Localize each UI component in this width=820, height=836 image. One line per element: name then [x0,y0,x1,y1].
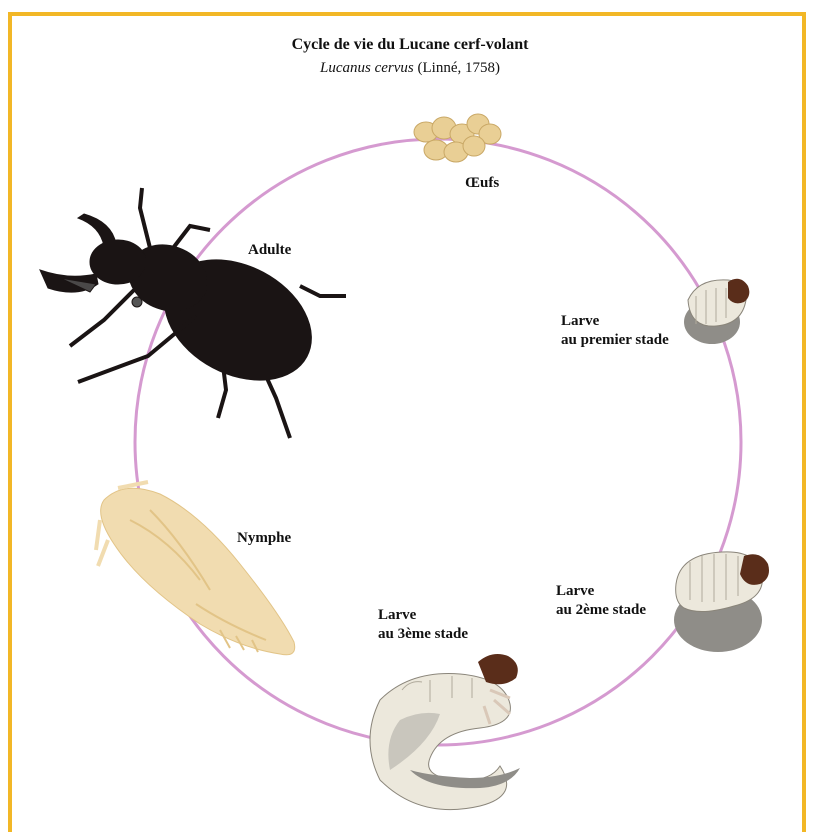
stage-label-larva-second-line1: Larve [556,582,646,601]
life-cycle-ring [135,139,741,745]
stage-label-eggs: Œufs [465,174,499,193]
stage-label-adult: Adulte [248,241,291,260]
stage-label-pupa: Nymphe [237,529,291,548]
larva-first-stage-icon [684,279,749,344]
stage-label-larva-first: Larve au premier stade [561,312,669,350]
stage-label-larva-first-line1: Larve [561,312,669,331]
stage-label-larva-third: Larve au 3ème stade [378,606,468,644]
larva-second-stage-icon [674,552,769,652]
stage-label-larva-first-line2: au premier stade [561,331,669,350]
stage-label-larva-third-line2: au 3ème stade [378,625,468,644]
stage-label-larva-second: Larve au 2ème stade [556,582,646,620]
stage-label-larva-third-line1: Larve [378,606,468,625]
eggs-cluster-icon [414,114,501,162]
pupa-icon [96,482,295,655]
larva-third-stage-icon [370,654,520,810]
stag-beetle-adult-icon [40,188,346,438]
stage-label-larva-second-line2: au 2ème stade [556,601,646,620]
